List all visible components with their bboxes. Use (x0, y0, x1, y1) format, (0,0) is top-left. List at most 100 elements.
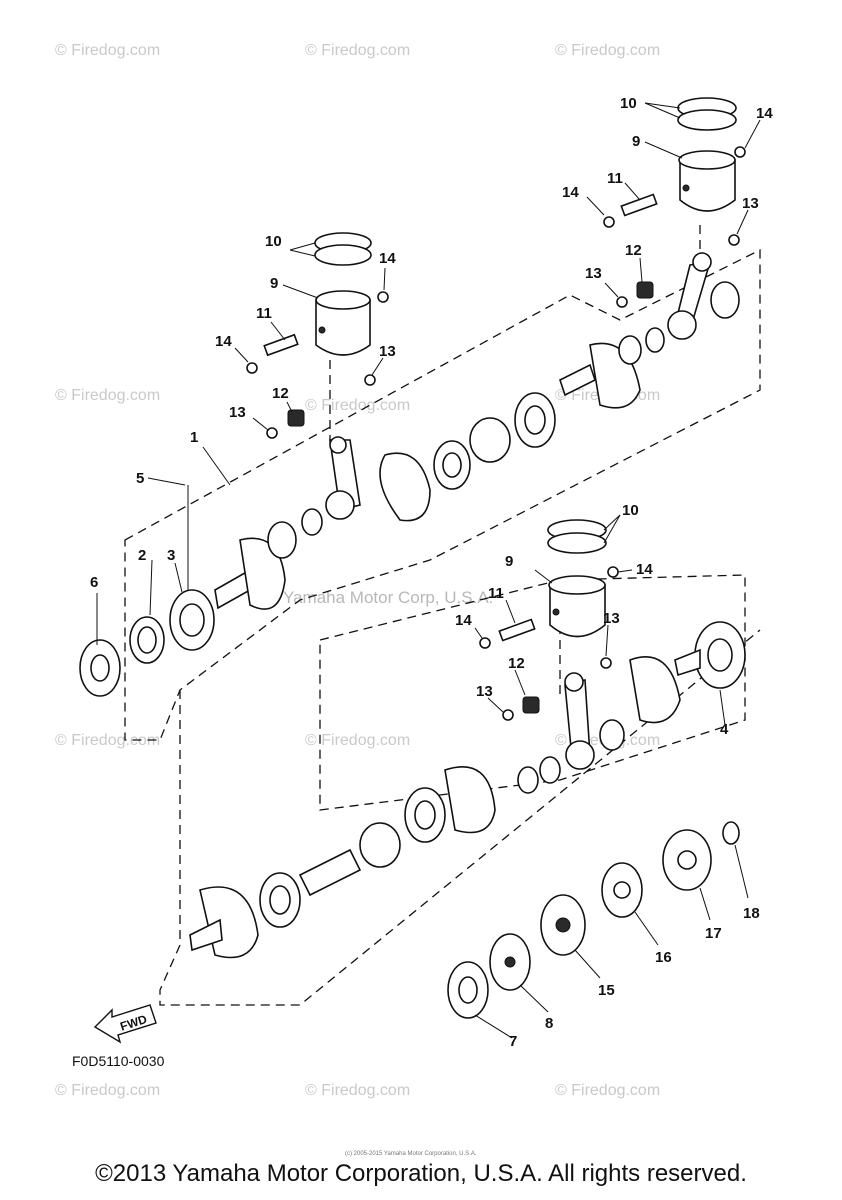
thrust-washer (728, 234, 740, 246)
fwd-arrow-icon: FWD (93, 1004, 157, 1044)
watermark: © Firedog.com (55, 1082, 160, 1099)
watermark: © Firedog.com (555, 1082, 660, 1099)
piston-assembly-1 (246, 232, 389, 520)
shaft-section (559, 363, 596, 397)
callout-4: 4 (720, 721, 729, 738)
thrust-washer (616, 296, 628, 308)
callout-13: 13 (476, 683, 493, 700)
diagram-code: F0D5110-0030 (72, 1053, 165, 1069)
coupling-assembly (447, 821, 740, 1019)
callout-6: 6 (90, 574, 98, 591)
callout-13: 13 (229, 404, 246, 421)
bearing (645, 327, 665, 353)
shaft-end (189, 918, 223, 952)
callout-2: 2 (138, 547, 146, 564)
bearing (301, 508, 323, 536)
piston-pin (498, 618, 536, 642)
bearing (539, 756, 561, 784)
shaft-end (674, 648, 701, 677)
rod-big-end (565, 740, 595, 770)
callout-14: 14 (562, 184, 579, 201)
rod-big-end (667, 310, 697, 340)
piston-pin (620, 193, 658, 217)
circlip (377, 291, 389, 303)
callout-14: 14 (455, 612, 472, 629)
callout-10: 10 (620, 95, 637, 112)
crank-web (379, 452, 431, 522)
oil-seal-bore (90, 654, 110, 682)
lower-crank-outline (159, 629, 761, 1006)
bearing (618, 335, 642, 365)
callout-12: 12 (625, 242, 642, 259)
watermark: © Firedog.com (555, 42, 660, 59)
callout-14: 14 (636, 561, 653, 578)
callout-13: 13 (585, 265, 602, 282)
bearing (267, 521, 297, 559)
callout-8: 8 (545, 1015, 553, 1032)
callout-1: 1 (190, 429, 198, 446)
piston-assembly-2 (603, 97, 746, 340)
piston-crown (548, 575, 606, 595)
diagram-canvas: © Firedog.com © Firedog.com © Firedog.co… (55, 42, 773, 1157)
circlip (246, 362, 258, 374)
rod-small-end (329, 436, 347, 454)
piston-pin (263, 333, 299, 357)
watermark: © Firedog.com (55, 387, 160, 404)
upper-crankshaft (79, 281, 740, 697)
crank-web (629, 656, 681, 724)
callout-14: 14 (379, 250, 396, 267)
callout-9: 9 (505, 553, 513, 570)
bearing (517, 766, 539, 794)
middle-crankshaft (599, 621, 746, 751)
thrust-washer (266, 427, 278, 439)
pin-boss (552, 608, 560, 616)
callout-9: 9 (270, 275, 278, 292)
piston (679, 159, 736, 212)
main-bearing-bore (524, 405, 546, 435)
pin-boss (318, 326, 326, 334)
callout-17: 17 (705, 925, 722, 942)
callout-13: 13 (603, 610, 620, 627)
thrust-washer (600, 657, 612, 669)
callout-14: 14 (756, 105, 773, 122)
callout-labels: 1 2 3 4 5 6 7 8 9 10 11 12 13 13 14 14 1… (90, 95, 773, 1050)
leader-lines (96, 102, 761, 1039)
circlip (603, 216, 615, 228)
piston (549, 584, 606, 638)
callout-3: 3 (167, 547, 175, 564)
fine-print: (c) 2005-2015 Yamaha Motor Corporation, … (345, 1151, 477, 1157)
piston-assembly-3 (479, 519, 619, 770)
rod-big-end (325, 490, 355, 520)
callout-11: 11 (607, 170, 623, 187)
watermark: © Firedog.com (305, 397, 410, 414)
callout-12: 12 (508, 655, 525, 672)
thrust-washer (364, 374, 376, 386)
watermark: © Firedog.com (55, 42, 160, 59)
callout-18: 18 (743, 905, 760, 922)
oil-seal-bore (707, 638, 733, 672)
spacer-hole (504, 956, 516, 968)
main-bearing-bore (442, 452, 462, 478)
rod-small-end (692, 252, 712, 272)
piston-ring-second (314, 244, 372, 266)
callout-10: 10 (622, 502, 639, 519)
labyrinth-seal (469, 417, 511, 463)
watermark: © Firedog.com (55, 732, 160, 749)
callout-15: 15 (598, 982, 615, 999)
needle-bearing (636, 281, 654, 299)
coupling-center (677, 850, 697, 870)
callout-5: 5 (136, 470, 144, 487)
watermark: © Firedog.com (305, 1082, 410, 1099)
thrust-washer (502, 709, 514, 721)
callout-16: 16 (655, 949, 672, 966)
lower-crankshaft (189, 756, 561, 959)
main-bearing-bore (414, 800, 436, 830)
bearing (710, 281, 740, 319)
callout-14: 14 (215, 333, 232, 350)
callout-10: 10 (265, 233, 282, 250)
callout-11: 11 (256, 305, 272, 322)
oil-seal-bore (458, 976, 478, 1004)
callout-13: 13 (379, 343, 396, 360)
piston-ring-second (677, 109, 737, 131)
